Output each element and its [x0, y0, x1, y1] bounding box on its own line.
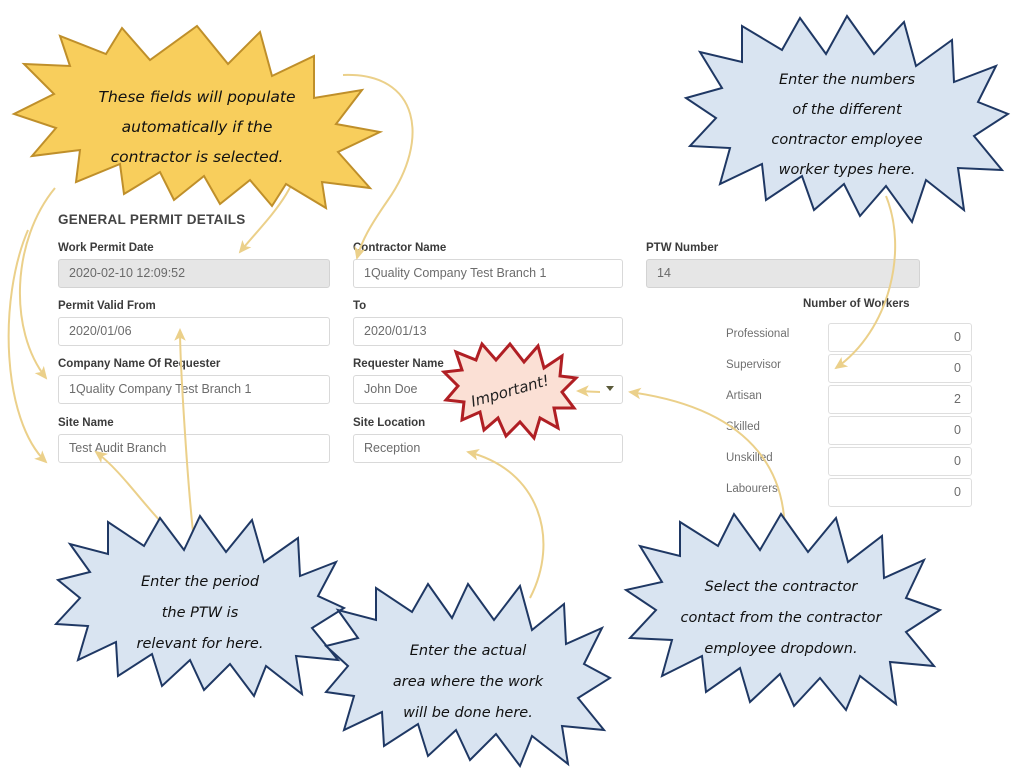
callout-contractor-contact: Select the contractor contact from the c… — [622, 512, 943, 712]
worker-row-professional: Professional 0 — [726, 323, 976, 352]
star-burst-shape-blue-4 — [623, 512, 943, 712]
input-worker-unskilled[interactable]: 0 — [828, 447, 972, 476]
field-ptw-number: PTW Number 14 — [646, 242, 920, 288]
star-burst-shape-blue-1 — [683, 14, 1011, 225]
label-company-name-of-requester: Company Name Of Requester — [58, 358, 221, 370]
input-permit-valid-from[interactable]: 2020/01/06 — [58, 317, 330, 346]
worker-row-artisan: Artisan 2 — [726, 385, 976, 414]
input-site-name[interactable]: Test Audit Branch — [58, 434, 330, 463]
field-company-name-of-requester: Company Name Of Requester 1Quality Compa… — [58, 358, 330, 404]
input-worker-artisan[interactable]: 2 — [828, 385, 972, 414]
field-site-name: Site Name Test Audit Branch — [58, 417, 330, 463]
label-worker-unskilled: Unskilled — [726, 452, 773, 464]
input-worker-labourers[interactable]: 0 — [828, 478, 972, 507]
label-ptw-number: PTW Number — [646, 242, 719, 254]
field-contractor-name: Contractor Name 1Quality Company Test Br… — [353, 242, 623, 288]
chevron-down-icon[interactable] — [606, 386, 614, 391]
callout-permit-period: Enter the period the PTW is relevant for… — [53, 514, 347, 699]
star-burst-shape-blue-2 — [53, 514, 347, 699]
label-worker-labourers: Labourers — [726, 483, 778, 495]
callout-important: Important! — [440, 341, 580, 442]
label-permit-valid-from: Permit Valid From — [58, 300, 156, 312]
label-site-location: Site Location — [353, 417, 426, 429]
star-burst-shape-blue-3 — [323, 582, 612, 769]
star-burst-shape-red — [440, 341, 580, 442]
input-ptw-number[interactable]: 14 — [646, 259, 920, 288]
field-permit-valid-from: Permit Valid From 2020/01/06 — [58, 300, 330, 346]
callout-worker-numbers: Enter the numbers of the different contr… — [683, 14, 1011, 225]
label-worker-professional: Professional — [726, 328, 790, 340]
field-work-permit-date: Work Permit Date 2020-02-10 12:09:52 — [58, 242, 330, 288]
input-company-name-of-requester[interactable]: 1Quality Company Test Branch 1 — [58, 375, 330, 404]
label-contractor-name: Contractor Name — [353, 242, 447, 254]
input-worker-professional[interactable]: 0 — [828, 323, 972, 352]
field-to-date: To 2020/01/13 — [353, 300, 623, 346]
callout-autofill: These fields will populate automatically… — [11, 22, 384, 210]
input-contractor-name[interactable]: 1Quality Company Test Branch 1 — [353, 259, 623, 288]
worker-row-skilled: Skilled 0 — [726, 416, 976, 445]
worker-row-labourers: Labourers 0 — [726, 478, 976, 507]
callout-work-area: Enter the actual area where the work wil… — [323, 582, 612, 769]
label-to-date: To — [353, 300, 367, 312]
input-worker-skilled[interactable]: 0 — [828, 416, 972, 445]
input-worker-supervisor[interactable]: 0 — [828, 354, 972, 383]
label-work-permit-date: Work Permit Date — [58, 242, 154, 254]
label-requester-name: Requester Name — [353, 358, 444, 370]
label-site-name: Site Name — [58, 417, 114, 429]
worker-row-unskilled: Unskilled 0 — [726, 447, 976, 476]
star-burst-shape-yellow — [11, 24, 384, 210]
input-work-permit-date[interactable]: 2020-02-10 12:09:52 — [58, 259, 330, 288]
input-to-date[interactable]: 2020/01/13 — [353, 317, 623, 346]
label-number-of-workers: Number of Workers — [803, 298, 910, 310]
label-worker-skilled: Skilled — [726, 421, 760, 433]
label-worker-supervisor: Supervisor — [726, 359, 781, 371]
section-title-general-permit-details: GENERAL PERMIT DETAILS — [58, 212, 246, 227]
worker-row-supervisor: Supervisor 0 — [726, 354, 976, 383]
label-worker-artisan: Artisan — [726, 390, 762, 402]
